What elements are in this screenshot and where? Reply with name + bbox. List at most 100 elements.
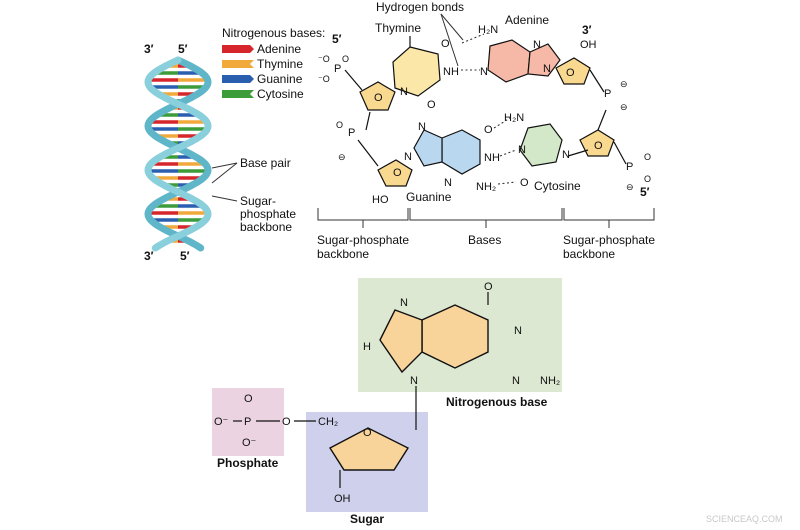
bracket-left-line1: Sugar-phosphate	[317, 233, 409, 247]
sugar-o: O	[393, 167, 402, 179]
ring-n3: N	[512, 375, 520, 387]
phosphate-o: ⊖	[626, 182, 634, 192]
thymine-swatch	[222, 60, 254, 68]
phosphate-ester-o: O	[282, 416, 291, 428]
adenine-n9: N	[543, 63, 551, 75]
legend: Nitrogenous bases: Adenine Thymine Guani…	[222, 26, 325, 101]
nitrogenous-base-label: Nitrogenous base	[446, 395, 548, 409]
phosphate-o: ⊖	[620, 102, 628, 112]
left-5-prime-label: 5′	[332, 32, 342, 46]
cytosine-n1: N	[562, 149, 570, 161]
hbond-pointer	[440, 13, 459, 67]
bond	[567, 149, 589, 157]
phosphate-o: ⊖	[338, 152, 346, 162]
thymine-ring	[392, 46, 441, 97]
sugar-ring-right-top	[555, 57, 591, 85]
phosphate-p: P	[334, 63, 341, 75]
double-helix: 3′ 5′ 3′ 5′ Base pair Sugar- phosphate b…	[144, 42, 296, 263]
sugar-oh: OH	[334, 493, 351, 505]
right-3-prime-label: 3′	[582, 23, 592, 37]
backbone-label-line1: Sugar-	[240, 194, 276, 208]
bond	[357, 139, 379, 167]
hbond-ta-1	[461, 33, 485, 44]
bracket-left-line2: backbone	[317, 247, 369, 261]
cytosine-label: Cytosine	[534, 179, 581, 193]
guanine-ring-six	[441, 129, 481, 175]
bracket-backbone-right	[563, 208, 655, 228]
legend-label-thymine: Thymine	[257, 57, 303, 71]
phosphate-p: P	[604, 88, 611, 100]
phosphate-o-bottom: O⁻	[242, 437, 257, 449]
helix-top-left-label: 3′	[144, 42, 154, 56]
base-pair-pointer	[211, 162, 238, 169]
phosphate-o: O	[342, 54, 349, 64]
phosphate-o: O	[644, 152, 651, 162]
phosphate-o-minus-left: O⁻	[214, 416, 229, 428]
bond	[365, 111, 371, 131]
legend-label-cytosine: Cytosine	[257, 87, 304, 101]
backbone-label-line3: backbone	[240, 220, 292, 234]
helix-bottom-right-label: 5′	[180, 249, 190, 263]
cytosine-o: O	[520, 177, 529, 189]
cytosine-ring	[519, 123, 563, 167]
adenine-ring-six	[487, 39, 531, 83]
sugar-ring-right-bottom	[579, 129, 615, 157]
legend-item-adenine: Adenine	[222, 42, 301, 56]
guanine-ring-five	[413, 129, 443, 167]
sugar-o: O	[594, 140, 603, 152]
thymine-o-lower: O	[427, 99, 436, 111]
phosphate-p: P	[244, 416, 251, 428]
adenine-n7: N	[533, 39, 541, 51]
guanine-label: Guanine	[406, 190, 452, 204]
watermark: SCIENCEAQ.COM	[706, 514, 783, 524]
bracket-right-line2: backbone	[563, 247, 615, 261]
hbond-pointer	[440, 13, 464, 41]
thymine-carbonyl-o: O	[441, 38, 450, 50]
thymine-nh: NH	[443, 66, 459, 78]
phosphate-o-top: O	[244, 393, 253, 405]
helix-strand-a	[144, 56, 212, 252]
hydrogen-bonds-label: Hydrogen bonds	[376, 0, 464, 14]
ring-n7: N	[400, 297, 408, 309]
thymine-n: N	[400, 86, 408, 98]
guanine-swatch	[222, 75, 254, 83]
phosphate-p: P	[348, 127, 355, 139]
guanine-n3: N	[444, 177, 452, 189]
guanine-n7: N	[418, 121, 426, 133]
bracket-backbone-left	[317, 208, 409, 228]
carbonyl-o: O	[484, 281, 493, 293]
right-5-prime-label: 5′	[640, 185, 650, 199]
base-pair-structures: Hydrogen bonds Thymine Adenine 5′ 3′ O N…	[317, 0, 655, 261]
base-pair-label: Base pair	[240, 156, 291, 170]
phosphate-label: Phosphate	[217, 456, 279, 470]
backbone-label-line2: phosphate	[240, 207, 296, 221]
purine-five-ring	[379, 309, 423, 374]
phosphate-p: P	[626, 161, 633, 173]
base-pair-pointer	[211, 162, 238, 184]
backbone-pointer	[211, 195, 238, 202]
sugar-ring	[329, 427, 410, 471]
phosphate-o: ⊖	[620, 79, 628, 89]
legend-title: Nitrogenous bases:	[222, 26, 325, 40]
cytosine-swatch	[222, 90, 254, 98]
ring-n1: N	[514, 325, 522, 337]
guanine-n9: N	[404, 151, 412, 163]
bond	[613, 141, 627, 165]
ring-oxygen: O	[363, 427, 372, 439]
phosphate-o2: ⁻O	[318, 74, 330, 84]
sugar-label: Sugar	[350, 512, 384, 526]
hbond-gc-1	[493, 117, 511, 129]
bracket-bases-label: Bases	[468, 233, 501, 247]
sugar-ho: HO	[372, 194, 389, 206]
sugar-o: O	[374, 92, 383, 104]
phosphate-box	[212, 388, 284, 456]
guanine-o: O	[484, 124, 493, 136]
legend-item-thymine: Thymine	[222, 57, 303, 71]
thymine-label: Thymine	[375, 21, 421, 35]
adenine-swatch	[222, 45, 254, 53]
sugar-oh: OH	[580, 39, 597, 51]
bond	[344, 69, 363, 91]
sugar-o: O	[566, 67, 575, 79]
ch2: CH₂	[318, 416, 338, 428]
